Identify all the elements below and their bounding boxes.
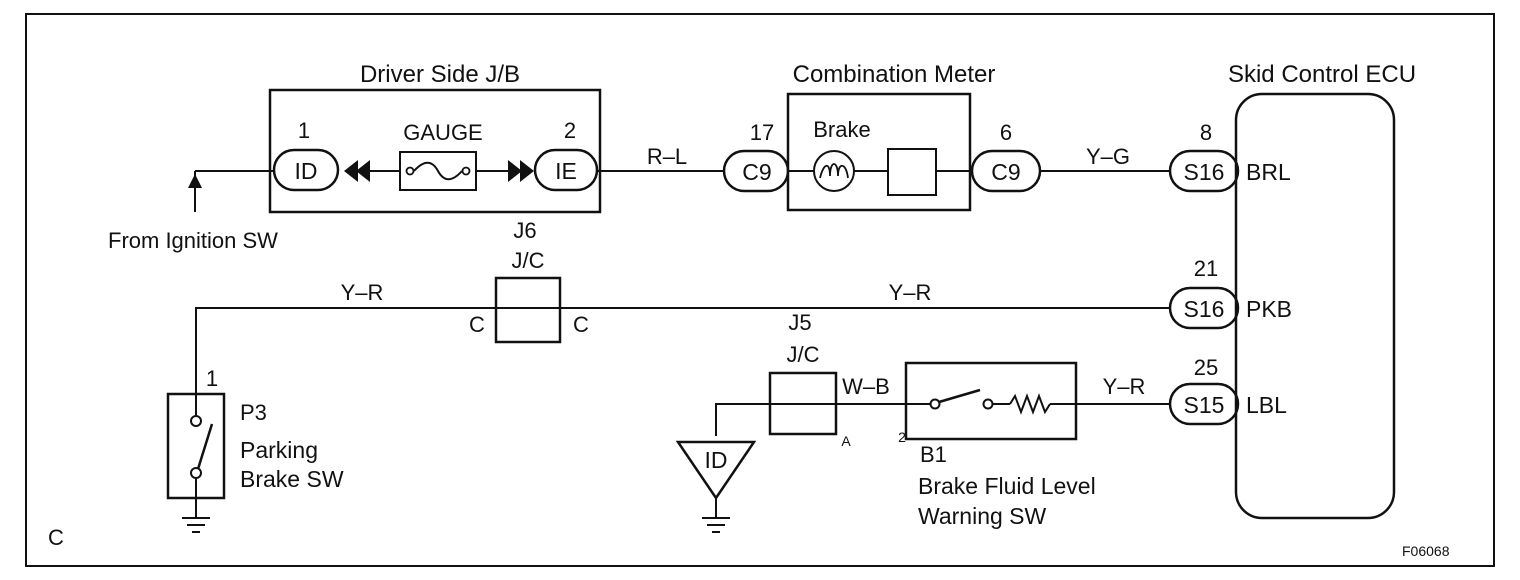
- j6-pin-right: C: [573, 312, 589, 337]
- ecu-box: [1234, 92, 1396, 520]
- fluid-code: B1: [920, 442, 947, 467]
- jb-pin-left: 1: [298, 118, 310, 143]
- parking-name-line1: Parking: [240, 437, 318, 463]
- j5-id: J5: [788, 310, 811, 335]
- ecu-conn-1[interactable]: [1168, 149, 1240, 193]
- arrow-right-icon: [508, 160, 534, 182]
- fuse-icon: [413, 161, 463, 181]
- j6-junction-box: [494, 276, 562, 344]
- lamp-label: Brake: [813, 117, 870, 142]
- wire-y-r-right-label: Y–R: [889, 280, 932, 305]
- ecu-pin-num-2: 21: [1194, 256, 1218, 281]
- ecu-heading: Skid Control ECU: [1228, 61, 1416, 88]
- fluid-name-line2: Warning SW: [918, 503, 1047, 529]
- j5-pin: A: [841, 433, 851, 449]
- resistor-icon: [1009, 393, 1051, 415]
- jb-pin-right: 2: [564, 118, 576, 143]
- j6-pin-left: C: [469, 312, 485, 337]
- wire-r-l-label: R–L: [647, 144, 687, 169]
- fuse-label: GAUGE: [403, 120, 482, 145]
- jb-box: [268, 88, 602, 214]
- meter-conn-out-label: C9: [991, 159, 1020, 185]
- ecu-conn-1-label: S16: [1184, 159, 1225, 185]
- ecu-terminal-lbl: LBL: [1246, 392, 1287, 418]
- wire-y-r-left: [195, 307, 496, 394]
- fluid-pin: 2: [898, 429, 906, 445]
- j5-type: J/C: [787, 342, 820, 367]
- meter-pin-in: 17: [750, 120, 774, 145]
- wire-w-b-label: W–B: [842, 374, 890, 399]
- wire-w-b: [715, 403, 906, 436]
- ecu-conn-2-label: S16: [1184, 296, 1225, 322]
- bulb-icon: [813, 150, 855, 192]
- ecu-terminal-pkb: PKB: [1246, 296, 1292, 322]
- ground-connector: [675, 440, 757, 501]
- ignition-label: From Ignition SW: [108, 228, 278, 253]
- fluid-name-line1: Brake Fluid Level: [918, 473, 1096, 499]
- corner-letter: C: [48, 525, 64, 550]
- ground-connector-label: ID: [705, 447, 728, 473]
- diagram-frame: [25, 13, 1495, 567]
- jb-heading: Driver Side J/B: [360, 61, 520, 88]
- jb-conn-left-label: ID: [295, 158, 318, 184]
- meter-pin-out: 6: [1000, 120, 1012, 145]
- ecu-conn-3-label: S15: [1184, 392, 1225, 418]
- ignition-arrow-icon: [188, 174, 202, 188]
- wire-y-r-left-label: Y–R: [341, 280, 384, 305]
- j6-type: J/C: [512, 248, 545, 273]
- meter-circuit-box: [887, 148, 937, 196]
- fluid-switch-box: [904, 361, 1078, 441]
- switch-contact-icon: [196, 423, 214, 470]
- wire-y-g-label: Y–G: [1086, 144, 1130, 169]
- jb-conn-right-label: IE: [555, 158, 577, 184]
- parking-code: P3: [240, 400, 267, 425]
- parking-name-line2: Brake SW: [240, 466, 344, 492]
- wire-y-r-fluid-label: Y–R: [1103, 374, 1146, 399]
- meter-heading: Combination Meter: [793, 61, 996, 88]
- ecu-terminal-brl: BRL: [1246, 159, 1291, 185]
- ecu-pin-num-1: 8: [1200, 120, 1212, 145]
- figure-code: F06068: [1402, 543, 1450, 559]
- arrow-left-icon: [344, 160, 370, 182]
- meter-conn-in-label: C9: [742, 159, 771, 185]
- j6-id: J6: [513, 218, 536, 243]
- parking-pin: 1: [206, 366, 218, 391]
- ecu-pin-num-3: 25: [1194, 355, 1218, 380]
- meter-box: [786, 92, 972, 212]
- fluid-switch-contact-icon: [938, 388, 981, 404]
